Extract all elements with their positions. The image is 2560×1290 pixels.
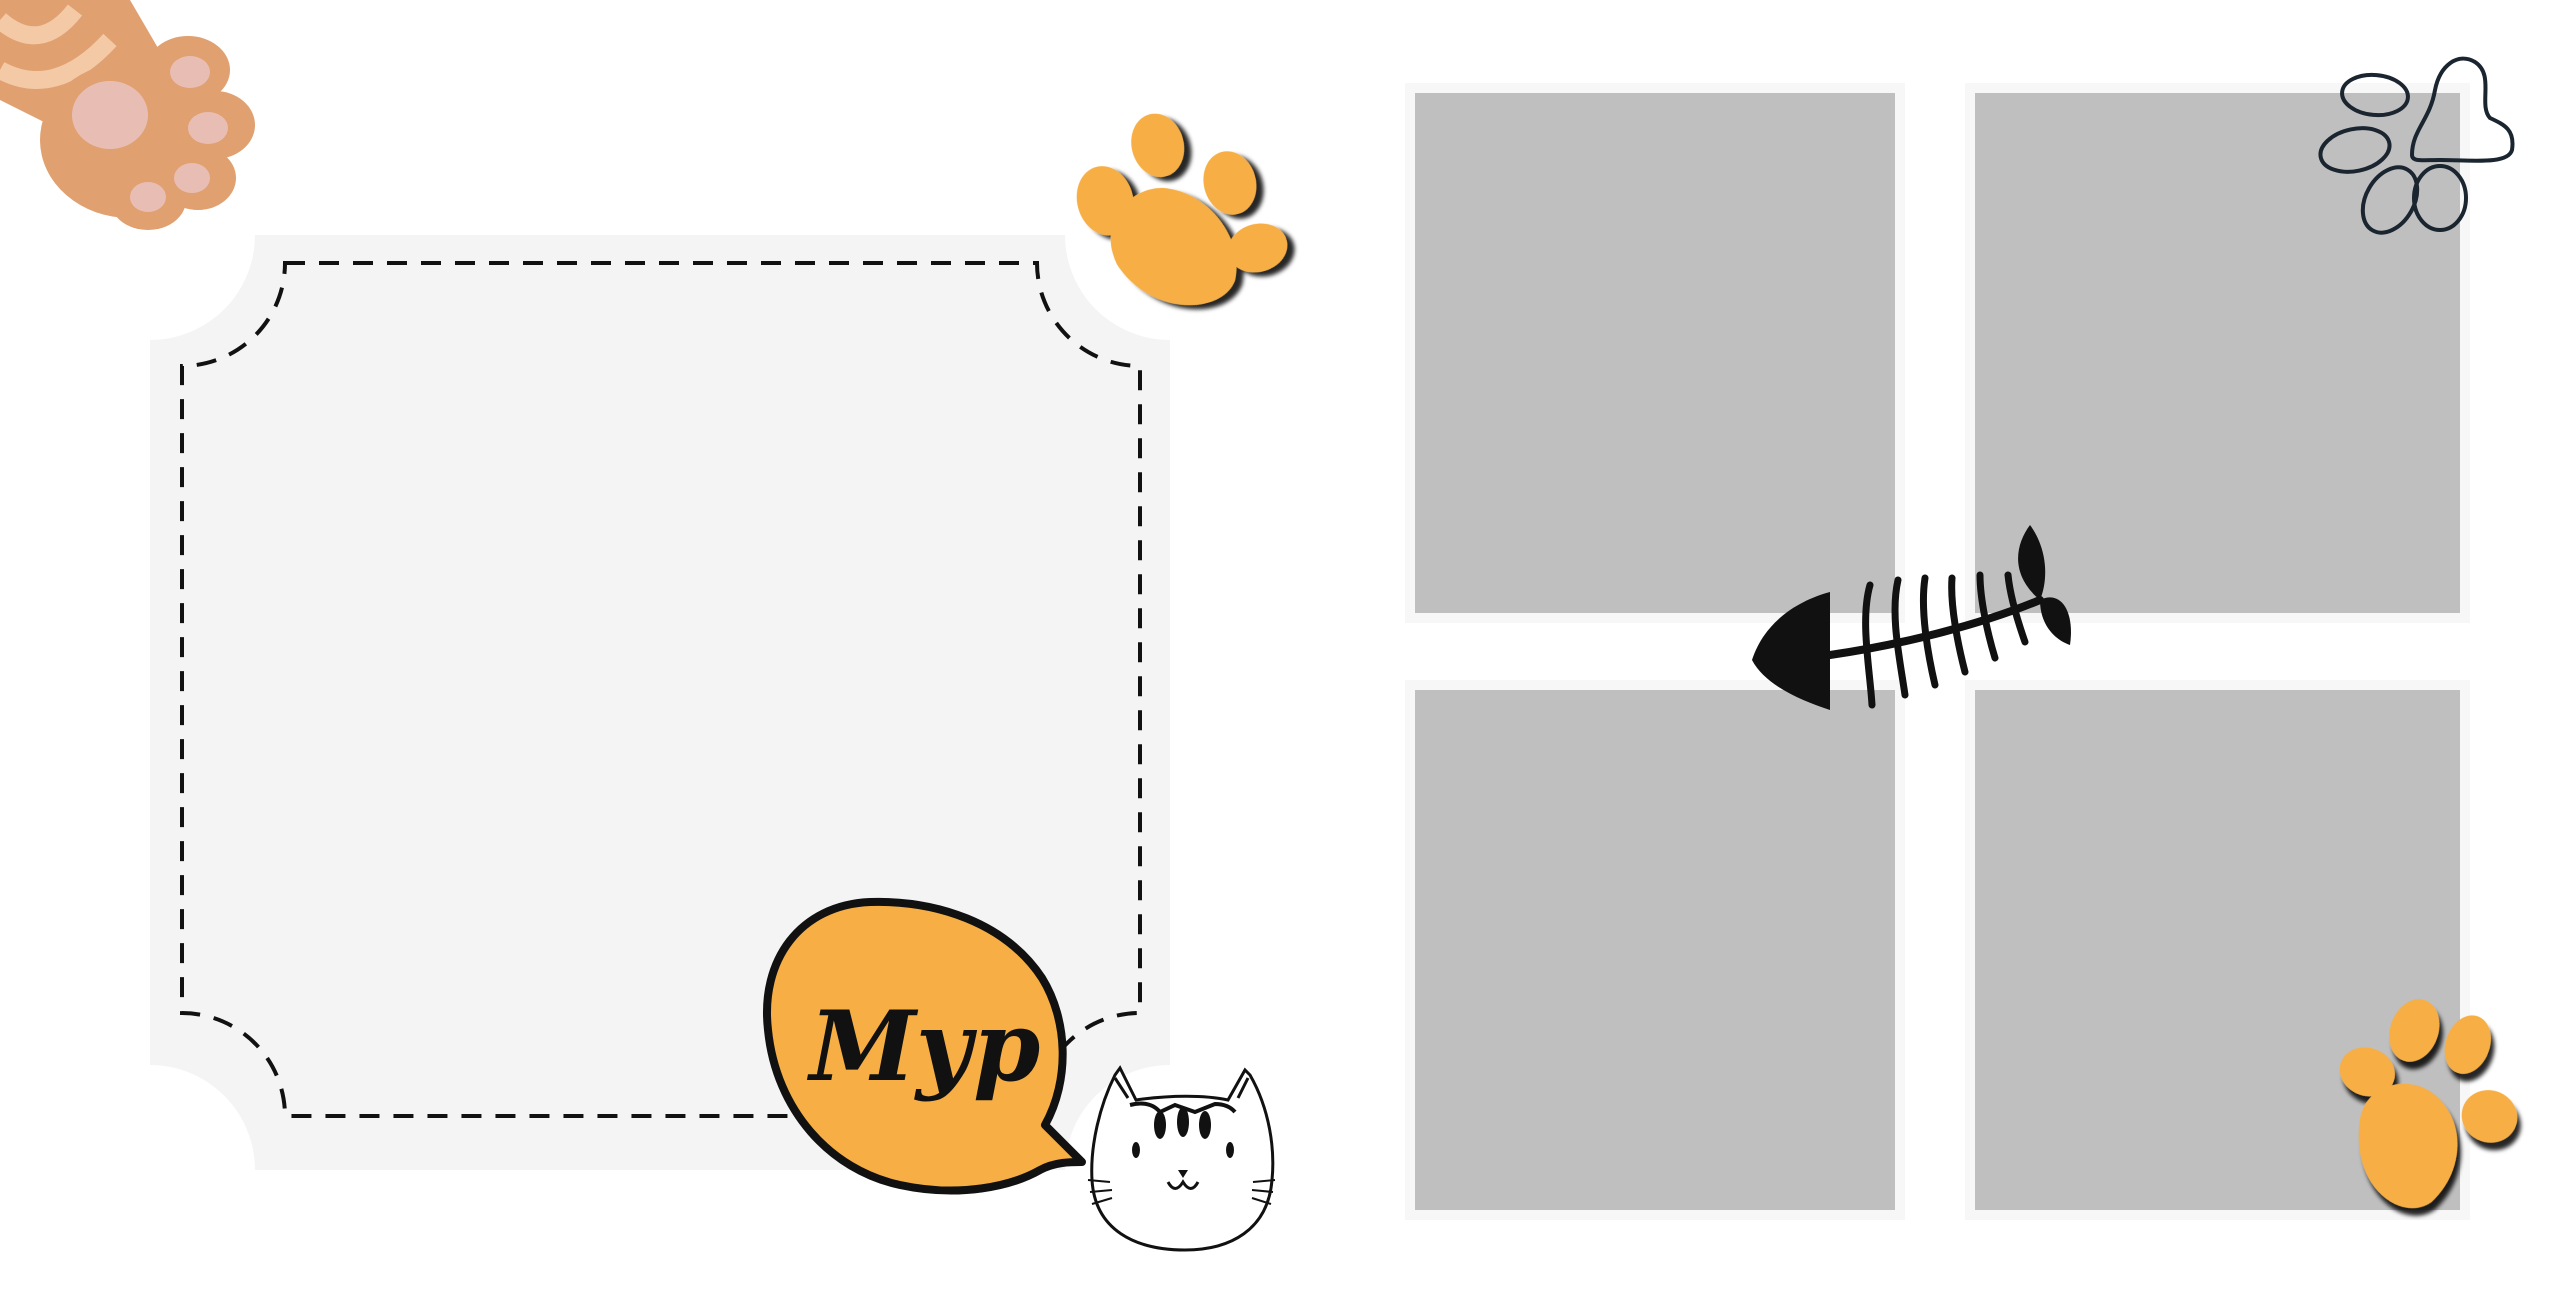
cat-face-icon [1087, 1065, 1276, 1252]
photo-slot-bottom-left[interactable] [1415, 690, 1895, 1210]
photo-slot-top-left[interactable] [1415, 93, 1895, 613]
orange-paw-print-icon-bottom [2339, 999, 2518, 1208]
photo-slot-top-right[interactable] [1975, 93, 2460, 613]
fish-skeleton-icon [1752, 525, 2071, 710]
speech-bubble-text: Мур [807, 990, 1041, 1103]
orange-paw-print-icon [1076, 113, 1288, 305]
speech-bubble-icon: Мур [763, 897, 1086, 1195]
cat-paw-corner-icon [0, 0, 255, 230]
outline-paw-print-icon [2318, 56, 2515, 235]
